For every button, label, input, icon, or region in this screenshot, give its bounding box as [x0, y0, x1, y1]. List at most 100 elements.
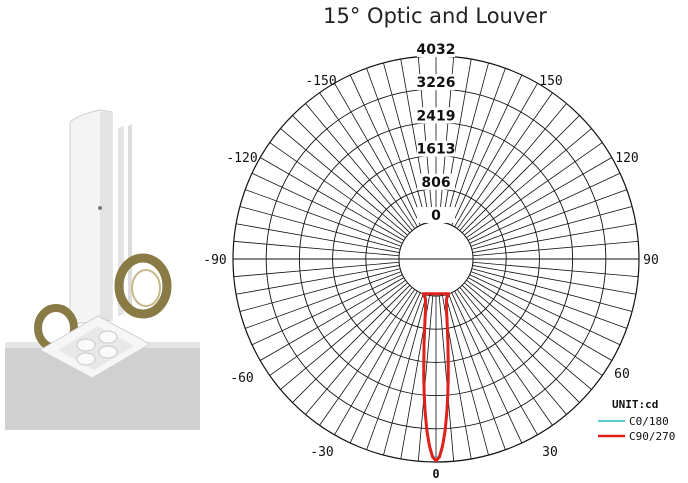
legend-label: C90/270	[629, 430, 675, 443]
radial-tick-label: 4032	[417, 42, 456, 58]
grid-spoke	[454, 290, 538, 436]
legend-unit-label: UNIT:cd	[612, 398, 658, 411]
grid-spoke	[366, 68, 424, 225]
grid-spoke	[470, 189, 627, 247]
grid-spoke	[445, 294, 489, 456]
grid-spoke	[417, 295, 434, 462]
grid-spoke	[245, 189, 402, 247]
grid-spoke	[251, 172, 403, 244]
grid-spoke	[319, 289, 416, 426]
grid-spoke	[292, 115, 411, 234]
grid-spoke	[469, 274, 621, 346]
ring-right-inner	[131, 269, 161, 307]
grid-spoke	[349, 74, 421, 226]
grid-spoke	[245, 271, 402, 329]
grid-spoke	[472, 265, 636, 295]
grid-spoke	[292, 284, 411, 403]
screw	[98, 206, 102, 210]
grid-spoke	[438, 295, 455, 462]
grid-spoke	[259, 277, 405, 361]
grid-spoke	[466, 142, 603, 239]
grid-spoke	[305, 287, 413, 415]
angle-label: 30	[542, 445, 558, 460]
grid-spoke	[470, 271, 627, 329]
radial-tick-label: 3226	[417, 75, 456, 91]
grid-spoke	[366, 293, 424, 450]
grid-spoke	[472, 223, 636, 253]
grid-spoke	[472, 261, 639, 278]
angle-label-bottom: 0	[432, 467, 439, 481]
radial-tick-bg	[417, 207, 455, 223]
grid-spoke	[464, 282, 592, 390]
angle-label: -150	[305, 74, 336, 89]
grid-spoke	[400, 59, 430, 223]
grid-spoke	[251, 274, 403, 346]
grid-spoke	[319, 92, 416, 229]
angle-label: 60	[614, 367, 630, 382]
lens	[76, 352, 96, 366]
chart-title: 15° Optic and Louver	[323, 4, 547, 28]
radial-tick-bg	[417, 140, 455, 157]
fixture-image	[5, 109, 200, 430]
angle-label: 120	[615, 151, 638, 166]
lens	[98, 330, 118, 344]
grid-spoke	[448, 68, 506, 225]
grid-spoke	[334, 290, 418, 436]
radial-tick-bg	[417, 74, 455, 91]
grid-spoke	[456, 289, 553, 426]
radial-tick-label: 806	[421, 175, 450, 191]
grid-spoke	[239, 268, 401, 312]
radial-tick-bg	[417, 107, 455, 124]
grid-spoke	[280, 282, 408, 390]
grid-spoke	[236, 223, 400, 253]
grid-spoke	[466, 279, 603, 376]
grid-spoke	[469, 172, 621, 244]
ring-right-outer	[114, 253, 172, 319]
grid-spoke	[233, 261, 400, 278]
angle-label: -60	[230, 371, 253, 386]
grid-spoke	[383, 294, 427, 456]
radial-tick-bg	[417, 173, 455, 190]
grid-spoke	[280, 128, 408, 236]
grid-spoke	[451, 292, 523, 444]
grid-spoke	[442, 59, 472, 223]
grid-spoke	[471, 206, 633, 250]
radial-tick-label: 2419	[417, 108, 456, 124]
grid-spoke	[459, 103, 567, 231]
fixture-body-shade	[100, 112, 112, 320]
legend-label: C0/180	[629, 415, 669, 428]
grid-spoke	[448, 293, 506, 450]
grid-spoke	[471, 268, 633, 312]
angle-label: -120	[226, 151, 257, 166]
grid-spoke	[269, 142, 406, 239]
angle-label: -30	[310, 445, 333, 460]
grid-spoke	[259, 157, 405, 241]
grid-spoke	[461, 284, 580, 403]
angle-label: 90	[643, 253, 659, 268]
grid-spoke	[239, 206, 401, 250]
lens	[98, 345, 118, 359]
radial-tick-bg	[417, 41, 455, 57]
grid-spoke	[464, 128, 592, 236]
grid-spoke	[334, 82, 418, 228]
grid-spoke	[349, 292, 421, 444]
grid-spoke	[461, 115, 580, 234]
grid-spoke	[454, 82, 538, 228]
angle-label: -90	[203, 253, 226, 268]
grid-spoke	[233, 240, 400, 257]
grid-spoke	[445, 62, 489, 224]
grid-spoke	[467, 157, 613, 241]
grid-spoke	[236, 265, 400, 295]
grid-spoke	[451, 74, 523, 226]
grid-spoke	[459, 287, 567, 415]
grid-spoke	[472, 240, 639, 257]
lens	[76, 338, 96, 352]
radial-tick-label: 1613	[417, 142, 456, 158]
grid-spoke	[456, 92, 553, 229]
grid-spoke	[467, 277, 613, 361]
angle-label: 150	[539, 74, 562, 89]
grid-spoke	[269, 279, 406, 376]
grid-spoke	[383, 62, 427, 224]
grid-spoke	[305, 103, 413, 231]
